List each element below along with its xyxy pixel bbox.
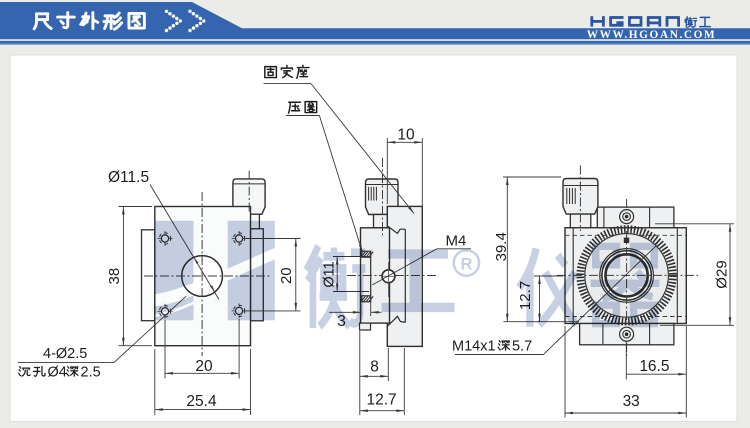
svg-text:5.7: 5.7 bbox=[512, 339, 532, 355]
svg-text:12.7: 12.7 bbox=[367, 392, 397, 409]
svg-text:16.5: 16.5 bbox=[639, 358, 669, 375]
svg-text:2.5: 2.5 bbox=[81, 365, 101, 381]
svg-text:Ø4: Ø4 bbox=[48, 365, 67, 381]
svg-text:25.4: 25.4 bbox=[186, 393, 217, 410]
svg-text:R: R bbox=[460, 255, 472, 273]
svg-text:39.4: 39.4 bbox=[493, 232, 510, 261]
svg-text:M4: M4 bbox=[446, 233, 467, 250]
svg-text:M14x1: M14x1 bbox=[452, 339, 496, 355]
svg-text:20: 20 bbox=[195, 358, 213, 375]
svg-text:20: 20 bbox=[278, 267, 295, 284]
svg-text:WWW.HGOAN.COM: WWW.HGOAN.COM bbox=[587, 29, 717, 41]
svg-text:Ø29: Ø29 bbox=[713, 260, 730, 288]
svg-text:38: 38 bbox=[106, 268, 123, 285]
svg-text:10: 10 bbox=[397, 127, 415, 144]
svg-text:8: 8 bbox=[370, 358, 379, 375]
svg-text:4-Ø2.5: 4-Ø2.5 bbox=[43, 346, 87, 362]
svg-text:33: 33 bbox=[623, 393, 640, 410]
svg-text:Ø11.5: Ø11.5 bbox=[108, 169, 149, 186]
